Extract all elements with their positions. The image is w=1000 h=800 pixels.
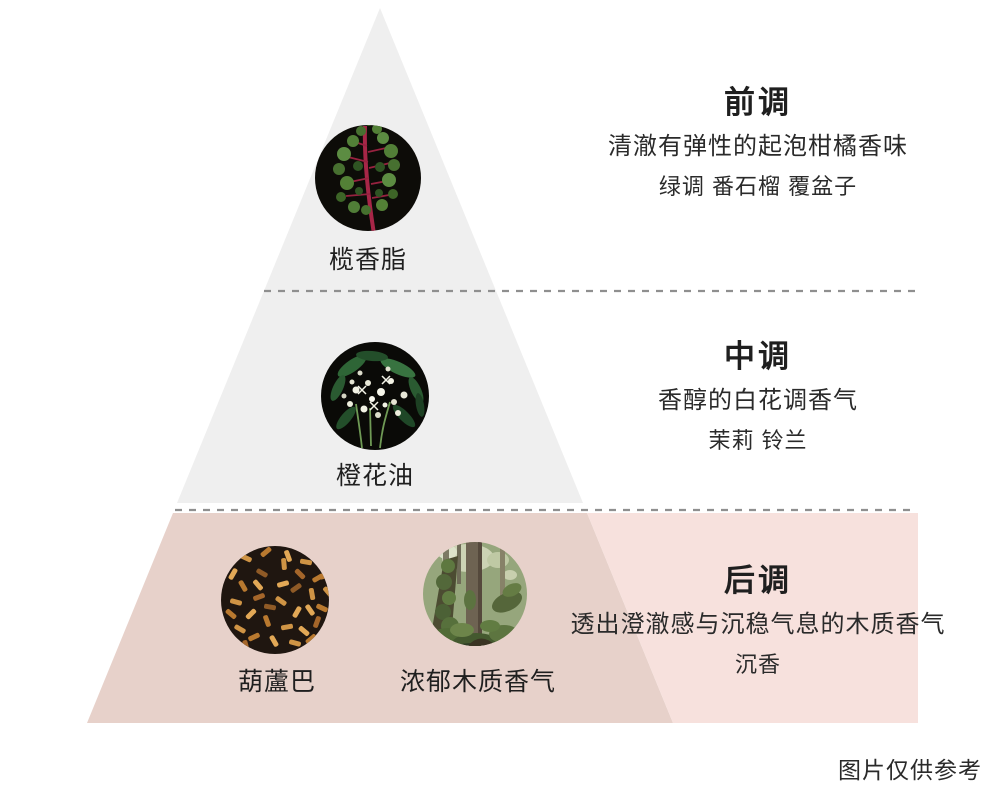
base-notes-title: 后调: [724, 563, 792, 598]
reference-only-caption: 图片仅供参考: [838, 757, 982, 783]
middle-notes-block: 中调 香醇的白花调香气 茉莉 铃兰: [528, 339, 988, 454]
middle-notes-ingredients: 茉莉 铃兰: [708, 428, 808, 454]
elemi-plant-photo: [315, 125, 421, 231]
top-notes-title: 前调: [724, 85, 792, 120]
middle-notes-title: 中调: [724, 339, 792, 374]
top-notes-description: 清澈有弹性的起泡柑橘香味: [608, 133, 908, 161]
forest-woods-photo: [423, 542, 527, 646]
ingredient-label-elemi: 榄香脂: [328, 246, 407, 274]
ingredient-label-woody-aroma: 浓郁木质香气: [399, 668, 556, 696]
ingredient-label-fenugreek: 葫蘆巴: [237, 668, 316, 696]
pyramid-top-and-middle-section: [177, 8, 583, 503]
top-notes-ingredients: 绿调 番石榴 覆盆子: [658, 174, 858, 200]
base-notes-block: 后调 透出澄澈感与沉稳气息的木质香气 沉香: [528, 563, 988, 678]
base-notes-description: 透出澄澈感与沉稳气息的木质香气: [570, 611, 946, 639]
middle-notes-description: 香醇的白花调香气: [658, 387, 858, 415]
base-notes-ingredients: 沉香: [734, 652, 781, 678]
neroli-blossom-photo: [321, 342, 429, 450]
ingredient-label-neroli: 橙花油: [335, 462, 414, 490]
pyramid-base-band-extension: [587, 513, 918, 723]
fenugreek-seeds-photo: [221, 546, 329, 654]
top-notes-block: 前调 清澈有弹性的起泡柑橘香味 绿调 番石榴 覆盆子: [528, 85, 988, 200]
